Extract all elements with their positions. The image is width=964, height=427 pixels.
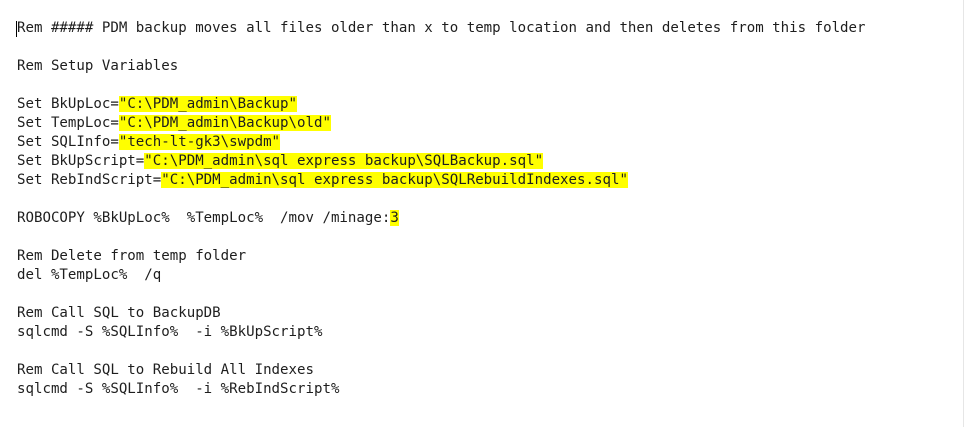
code-line[interactable]	[17, 38, 963, 57]
code-line-text: sqlcmd -S %SQLInfo% -i %BkUpScript%	[17, 324, 323, 340]
code-line[interactable]: Set BkUpLoc="C:\PDM_admin\Backup"	[17, 95, 963, 114]
code-line[interactable]: Set BkUpScript="C:\PDM_admin\sql express…	[17, 152, 963, 171]
highlighted-value: "C:\PDM_admin\sql express backup\SQLBack…	[144, 153, 544, 169]
code-line-text: Set TempLoc=	[17, 115, 119, 131]
code-line[interactable]: Rem Delete from temp folder	[17, 247, 963, 266]
code-line[interactable]: sqlcmd -S %SQLInfo% -i %BkUpScript%	[17, 323, 963, 342]
code-line-text: ROBOCOPY %BkUpLoc% %TempLoc% /mov /minag…	[17, 210, 391, 226]
code-line-text: Set RebIndScript=	[17, 172, 162, 188]
highlighted-value: "C:\PDM_admin\Backup"	[118, 96, 298, 112]
code-line[interactable]	[17, 190, 963, 209]
highlighted-value: "C:\PDM_admin\sql express backup\SQLRebu…	[161, 172, 628, 188]
code-line[interactable]: Rem Call SQL to BackupDB	[17, 304, 963, 323]
code-line-text: Rem Call SQL to BackupDB	[17, 305, 221, 321]
code-line[interactable]: Set SQLInfo="tech-lt-gk3\swpdm"	[17, 133, 963, 152]
code-line-text: Rem Setup Variables	[17, 58, 179, 74]
code-line[interactable]	[17, 285, 963, 304]
code-line[interactable]: Rem Call SQL to Rebuild All Indexes	[17, 361, 963, 380]
code-line[interactable]: sqlcmd -S %SQLInfo% -i %RebIndScript%	[17, 380, 963, 399]
code-line[interactable]: Rem ##### PDM backup moves all files old…	[17, 19, 963, 38]
highlighted-value: "C:\PDM_admin\Backup\old"	[118, 115, 331, 131]
code-line[interactable]: Set TempLoc="C:\PDM_admin\Backup\old"	[17, 114, 963, 133]
code-line[interactable]: ROBOCOPY %BkUpLoc% %TempLoc% /mov /minag…	[17, 209, 963, 228]
code-line[interactable]: del %TempLoc% /q	[17, 266, 963, 285]
code-line-text: Rem Call SQL to Rebuild All Indexes	[17, 362, 314, 378]
code-line[interactable]: Rem Setup Variables	[17, 57, 963, 76]
code-line[interactable]: Set RebIndScript="C:\PDM_admin\sql expre…	[17, 171, 963, 190]
code-line-text: sqlcmd -S %SQLInfo% -i %RebIndScript%	[17, 381, 340, 397]
code-line[interactable]	[17, 342, 963, 361]
highlighted-value: "tech-lt-gk3\swpdm"	[118, 134, 281, 150]
code-line-text: Rem Delete from temp folder	[17, 248, 247, 264]
code-line-text: del %TempLoc% /q	[17, 267, 162, 283]
code-line-text: Set BkUpLoc=	[17, 96, 119, 112]
code-line-text: Set BkUpScript=	[17, 153, 145, 169]
code-line-text: Rem ##### PDM backup moves all files old…	[17, 20, 866, 36]
code-line-text: Set SQLInfo=	[17, 134, 119, 150]
text-caret	[16, 21, 17, 37]
editor-text-area[interactable]: Rem ##### PDM backup moves all files old…	[17, 19, 963, 399]
highlighted-value: 3	[390, 210, 399, 226]
code-line[interactable]	[17, 228, 963, 247]
code-line[interactable]	[17, 76, 963, 95]
